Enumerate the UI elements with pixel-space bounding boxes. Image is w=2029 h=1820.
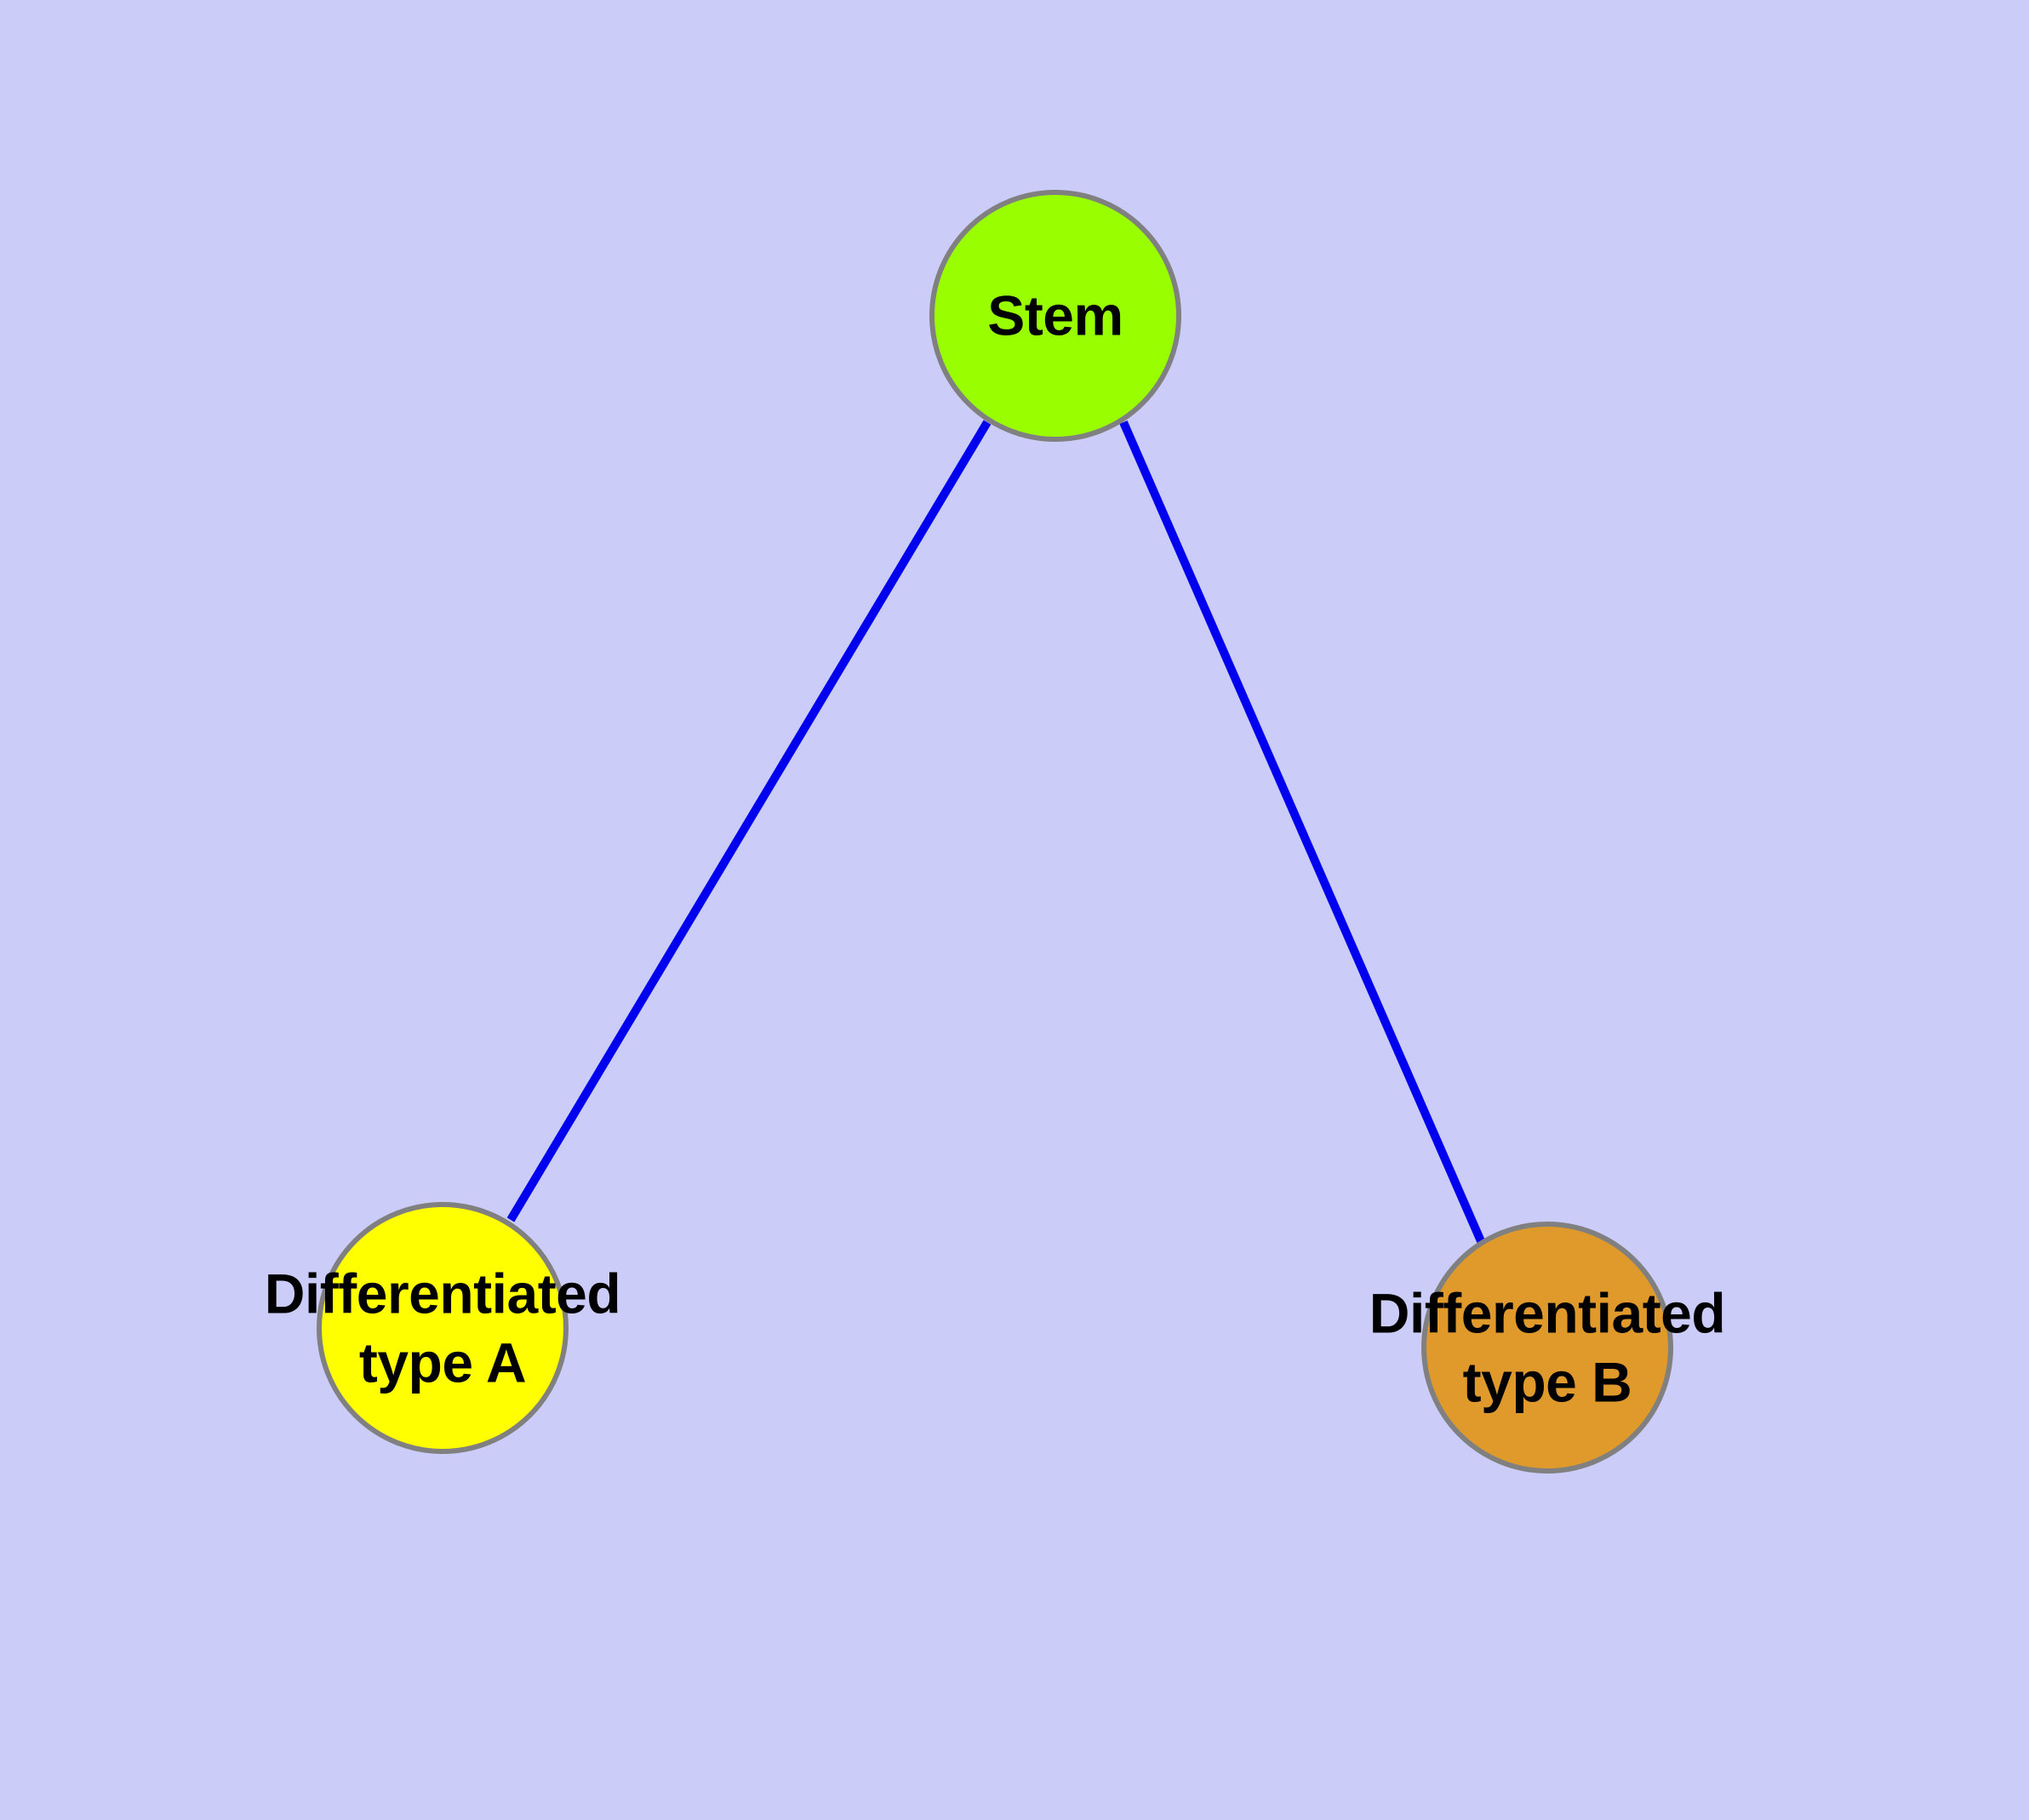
node-differentiated-type-a[interactable]: Differentiated type A bbox=[265, 1202, 621, 1454]
node-differentiated-type-b[interactable]: Differentiated type B bbox=[1369, 1222, 1726, 1474]
node-stem[interactable]: Stem bbox=[929, 190, 1181, 442]
node-stem-label: Stem bbox=[987, 283, 1123, 347]
edge-stem-to-differentiated-type-b bbox=[1119, 420, 1485, 1244]
edge-stem-to-differentiated-type-a bbox=[506, 420, 992, 1222]
